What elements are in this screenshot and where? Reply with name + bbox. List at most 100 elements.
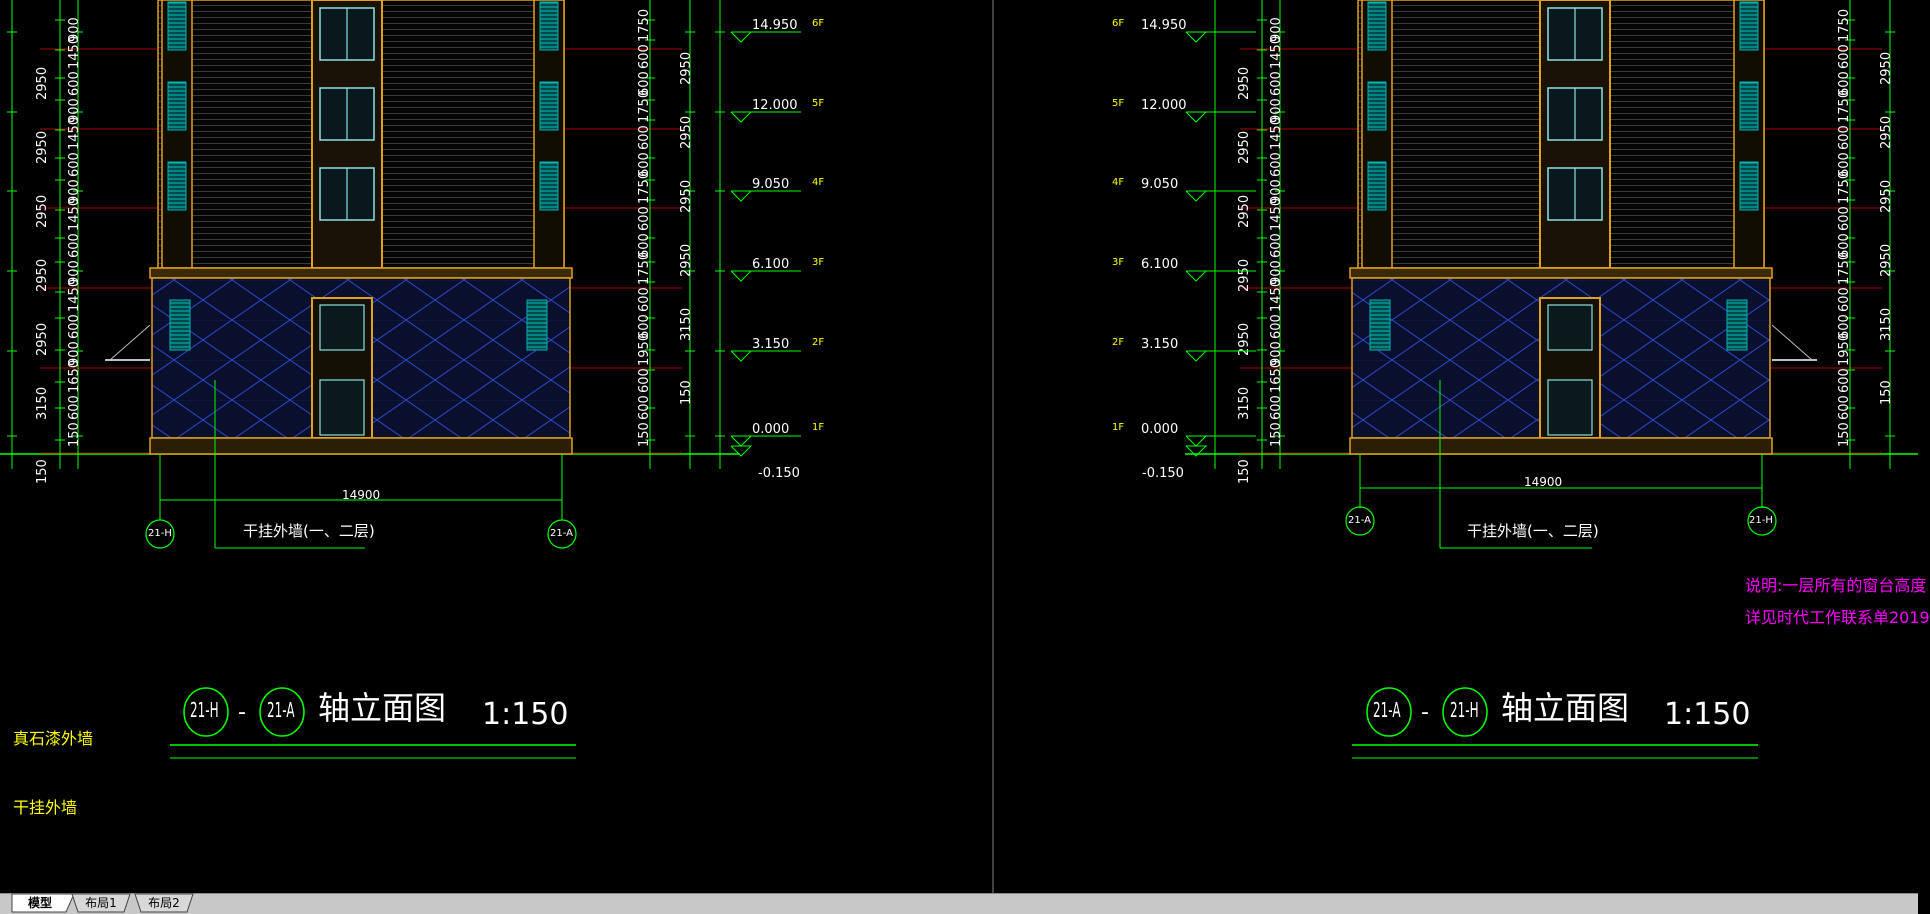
dimension-label: 2950 [1237,195,1252,228]
louver [1367,81,1387,131]
canopy-strut [109,324,151,361]
dimension-label: 1750 [637,171,652,204]
dimension-label: 1450 [67,198,82,231]
dimension-label: 900 [67,260,82,285]
canopy-strut [1771,324,1813,361]
dimension-label: 600 [637,368,652,393]
dimension-label: 2950 [1237,131,1252,164]
level-elevation: 0.000 [752,422,790,437]
dimension-label: 2950 [1879,116,1894,149]
overall-width-dimension: 14900 [342,488,381,502]
dimension-label: 600 [1269,233,1284,258]
dimension-label: 150 [67,422,82,447]
entrance-door [1547,379,1593,436]
dimension-label: 600 [637,206,652,231]
axis-bubble [547,519,577,549]
level-elevation: 3.150 [752,337,790,352]
dimension-label: 600 [67,152,82,177]
dimension-label: 600 [67,395,82,420]
dimension-label: 600 [67,71,82,96]
dimension-label: 150 [35,459,50,484]
floor-label: 5F [812,98,825,109]
dimension-label: 2950 [1879,52,1894,85]
dimension-label: 2950 [679,244,694,277]
dimension-label: 600 [1837,44,1852,69]
dimension-label: 3150 [1879,308,1894,341]
dimension-label: 600 [1837,71,1852,96]
axis-bubble-label: 21-H [148,528,172,539]
drawing-scale: 1:150 [482,697,569,732]
dimension-label: 900 [1269,17,1284,42]
dimension-label: 600 [637,314,652,339]
dimension-label: 900 [67,17,82,42]
below-grade-marker [730,445,753,457]
wall-note: 干挂外墙(一、二层) [1467,522,1599,540]
below-grade-elevation: -0.150 [758,466,800,481]
tab-shape [71,893,131,913]
dimension-label: 600 [1269,152,1284,177]
entrance-window [1547,304,1593,351]
drawing-scale: 1:150 [1664,697,1751,732]
podium-louver [169,299,191,351]
level-marker [730,111,753,123]
louver [1739,81,1759,131]
tab-layout-1[interactable]: 布局1 [68,893,134,913]
title-axis-circle [1442,687,1488,737]
dimension-label: 600 [637,233,652,258]
floor-label: 2F [812,337,825,348]
level-marker [730,435,753,447]
axis-bubble [1747,506,1777,536]
dimension-label: 2950 [1879,180,1894,213]
dimension-label: 1750 [1837,90,1852,123]
level-elevation: 14.950 [752,18,798,33]
level-marker [730,31,753,43]
drawing-title: 轴立面图 [318,689,447,727]
dimension-label: 2950 [35,131,50,164]
legend-item-dry-hang: 干挂外墙 [13,798,78,817]
dimension-label: 600 [637,152,652,177]
level-marker [730,190,753,202]
louver [539,161,559,211]
level-marker [1185,31,1208,43]
dimension-label: 600 [1837,368,1852,393]
dimension-label: 2950 [1237,323,1252,356]
level-elevation: 6.100 [752,257,790,272]
dimension-label: 2950 [35,323,50,356]
dimension-label: 1450 [1269,279,1284,312]
level-marker [1185,350,1208,362]
level-marker [1185,435,1208,447]
tab-layout-2[interactable]: 布局2 [131,893,197,913]
podium-louver [1726,299,1748,351]
level-marker [1185,111,1208,123]
tab-label: 模型 [27,896,52,910]
louver [539,1,559,51]
tab-label: 布局2 [148,896,180,910]
axis-bubble-label: 21-A [1348,515,1371,526]
floor-label: 5F [1112,98,1125,109]
axis-bubble [1345,506,1375,536]
dimension-label: 600 [637,125,652,150]
louver [1367,1,1387,51]
dimension-label: 600 [1269,314,1284,339]
dimension-label: 1450 [67,279,82,312]
dimension-label: 2950 [35,259,50,292]
dimension-label: 150 [1837,422,1852,447]
dimension-label: 900 [1269,98,1284,123]
floor-label: 4F [812,177,825,188]
dimension-label: 600 [1837,395,1852,420]
floor-label: 1F [1112,422,1125,433]
dimension-label: 1450 [67,36,82,69]
level-marker [730,270,753,282]
title-dash: - [1421,700,1429,725]
level-marker [1185,270,1208,282]
dimension-label: 600 [67,233,82,258]
dimension-label: 1450 [1269,36,1284,69]
tab-model[interactable]: 模型 [11,893,75,913]
axis-bubble-label: 21-A [550,528,573,539]
axis-bubble [145,519,175,549]
tab-shape [11,893,75,913]
elevation-drawing: 2950295029502950295031501509001450600900… [0,0,1918,893]
dimension-label: 600 [637,287,652,312]
entrance-window [319,304,365,351]
